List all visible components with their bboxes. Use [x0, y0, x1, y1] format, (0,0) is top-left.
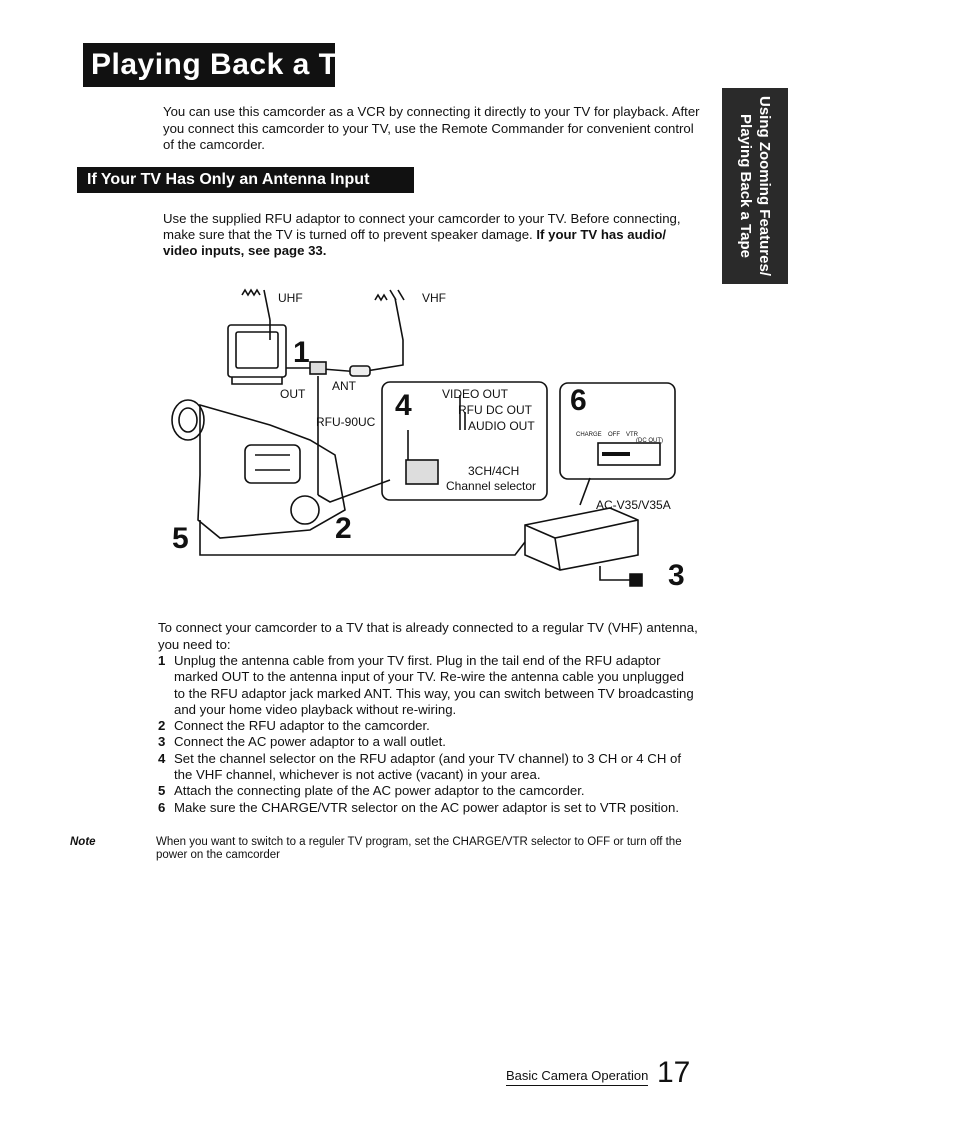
- label-rfu: RFU-90UC: [316, 415, 376, 429]
- side-tab: Using Zooming Features/ Playing Back a T…: [722, 88, 788, 284]
- step-marker-6: 6: [570, 384, 587, 417]
- label-out: OUT: [280, 387, 306, 401]
- intro-paragraph: You can use this camcorder as a VCR by c…: [163, 104, 700, 152]
- side-tab-label: Using Zooming Features/ Playing Back a T…: [737, 95, 773, 276]
- footer-section-name: Basic Camera Operation: [506, 1068, 649, 1086]
- label-channel-selector: Channel selector: [446, 479, 536, 493]
- label-dc-out: (DC OUT): [636, 438, 663, 444]
- label-ch: 3CH/4CH: [468, 464, 519, 478]
- label-vhf: VHF: [422, 291, 446, 305]
- connection-diagram: UHF VHF OUT ANT RFU-90UC VIDEO OUT RFU D…: [171, 288, 685, 592]
- note-text: When you want to switch to a reguler TV …: [156, 836, 682, 861]
- label-vtr: VTR: [626, 432, 639, 438]
- note-label: Note: [70, 836, 96, 848]
- rfu-detail-box: [381, 381, 548, 501]
- step-marker-4: 4: [395, 389, 412, 422]
- label-off: OFF: [608, 432, 620, 438]
- tv-icon: [227, 324, 287, 378]
- step-marker-1: 1: [293, 336, 310, 369]
- page-title: Playing Back a Tape: [83, 43, 388, 87]
- steps-intro: To connect your camcorder to a TV that i…: [158, 620, 698, 652]
- label-rfu-dc-out: RFU DC OUT: [458, 403, 533, 417]
- label-adaptor: AC-V35/V35A: [596, 498, 671, 512]
- channel-selector-icon: [405, 459, 439, 485]
- label-charge: CHARGE: [576, 432, 602, 438]
- label-audio-out: AUDIO OUT: [468, 419, 535, 433]
- step-marker-3: 3: [668, 559, 685, 592]
- page-number: 17: [657, 1056, 691, 1089]
- step-marker-2: 2: [335, 512, 352, 545]
- step-marker-5: 5: [172, 522, 189, 555]
- label-ant: ANT: [332, 379, 357, 393]
- plug-icon: [629, 573, 643, 587]
- section-heading: If Your TV Has Only an Antenna Input: [77, 167, 414, 193]
- label-uhf: UHF: [278, 291, 303, 305]
- camcorder-icon: [171, 399, 346, 539]
- label-video-out: VIDEO OUT: [442, 387, 509, 401]
- ac-adaptor-icon: [524, 507, 639, 571]
- vhf-antenna-icon: [359, 289, 405, 373]
- selector-detail-box: [559, 382, 676, 480]
- uhf-antenna-icon: [241, 288, 271, 321]
- section-paragraph: Use the supplied RFU adaptor to connect …: [163, 211, 681, 258]
